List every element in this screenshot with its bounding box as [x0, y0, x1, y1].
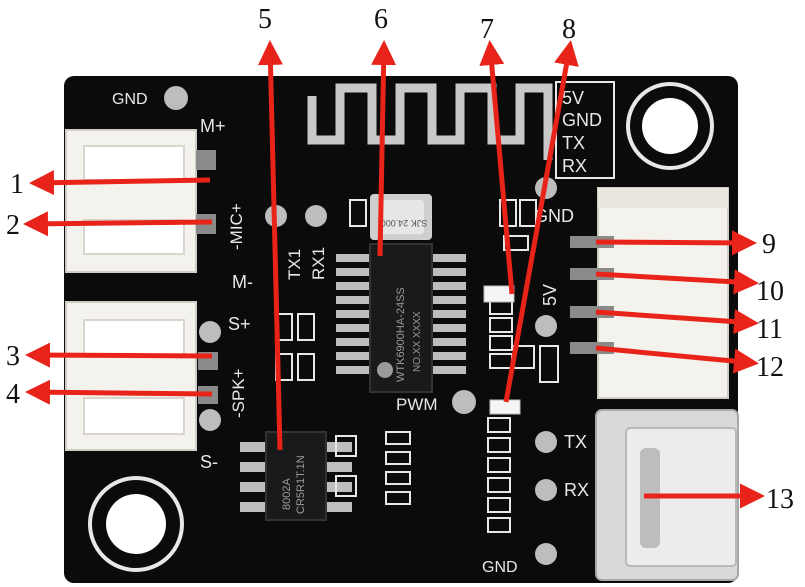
- label-s-minus: S-: [200, 452, 218, 472]
- label-m-plus: M+: [200, 116, 226, 136]
- callout-number-10: 10: [756, 276, 784, 307]
- tx-pad: [535, 431, 557, 453]
- tx1-rx1-indicators: TX1 RX1: [265, 205, 328, 280]
- crystal-oscillator: SJK 24.000: [370, 194, 432, 240]
- status-led: [489, 399, 521, 415]
- main-chip-marking-2: NO.XX XXXX: [412, 311, 423, 372]
- arrow-10: [595, 269, 759, 295]
- callout-numbers: 1 2 3 4 5 6 7 8 9 10 11 12 13: [6, 4, 794, 515]
- label-mic-plus: -MIC+: [227, 203, 246, 250]
- callout-number-9: 9: [762, 229, 776, 260]
- 5v-pad-mid: [535, 315, 557, 337]
- mic-connector: [65, 129, 216, 273]
- callout-number-13: 13: [766, 484, 794, 515]
- label-rx-right: RX: [564, 480, 589, 500]
- uart-header-label-box: 5V GND TX RX: [555, 81, 615, 179]
- arrow-9: [595, 230, 757, 256]
- arrow-12: [595, 345, 759, 374]
- label-s-plus: S+: [228, 314, 251, 334]
- smd-components: [275, 199, 559, 533]
- amplifier-chip: 8002A CR5R1T.1N: [240, 431, 352, 521]
- callout-arrows: [23, 40, 765, 509]
- arrow-3: [25, 342, 213, 368]
- label-pwm: PWM: [396, 395, 438, 414]
- power-led: [483, 285, 515, 303]
- pwm-pad: PWM: [396, 390, 476, 414]
- mounting-hole-top-right: [626, 82, 714, 170]
- label-rx: RX: [562, 156, 587, 176]
- label-gnd-bottom: GND: [482, 559, 518, 576]
- main-voice-chip: WTK6900HA-24SS NO.XX XXXX: [336, 243, 466, 393]
- label-tx-right: TX: [564, 432, 587, 452]
- main-chip-marking-1: WTK6900HA-24SS: [395, 287, 407, 382]
- callout-number-8: 8: [562, 14, 576, 45]
- label-5v: 5V: [562, 88, 584, 108]
- amp-chip-marking-2: CR5R1T.1N: [295, 455, 307, 514]
- arrow-5: [257, 40, 283, 451]
- pcb-antenna: [307, 83, 553, 160]
- mounting-hole-bottom-left: [88, 476, 184, 572]
- gnd-pad-bottom: [535, 543, 557, 565]
- arrow-1: [29, 170, 211, 196]
- callout-number-12: 12: [756, 352, 784, 383]
- callout-number-1: 1: [10, 169, 24, 200]
- callout-number-11: 11: [756, 314, 783, 345]
- label-gnd-top: GND: [112, 91, 148, 108]
- arrow-6: [371, 40, 397, 257]
- callout-number-6: 6: [374, 4, 388, 35]
- label-5v-mid: 5V: [540, 284, 560, 306]
- amp-chip-marking-1: 8002A: [281, 478, 293, 510]
- callout-number-7: 7: [480, 14, 494, 45]
- label-tx: TX: [562, 133, 585, 153]
- arrow-11: [595, 309, 759, 335]
- callout-number-4: 4: [6, 379, 20, 410]
- arrow-2: [23, 211, 213, 237]
- callout-number-3: 3: [6, 341, 20, 372]
- callout-number-2: 2: [6, 210, 20, 241]
- label-tx1: TX1: [285, 249, 304, 280]
- label-rx1: RX1: [309, 247, 328, 280]
- label-m-minus: M-: [232, 272, 253, 292]
- callout-number-5: 5: [258, 4, 272, 35]
- label-gnd-mid: GND: [534, 206, 574, 226]
- uart-connector: [570, 187, 729, 399]
- arrow-4: [25, 379, 213, 405]
- crystal-marking: SJK 24.000: [381, 218, 428, 228]
- rx-pad: [535, 479, 557, 501]
- gnd-pad-top: GND: [112, 86, 188, 110]
- arrow-8: [503, 40, 579, 403]
- label-gnd: GND: [562, 110, 602, 130]
- arrow-7: [479, 40, 515, 295]
- label-spk-plus: -SPK+: [229, 368, 248, 418]
